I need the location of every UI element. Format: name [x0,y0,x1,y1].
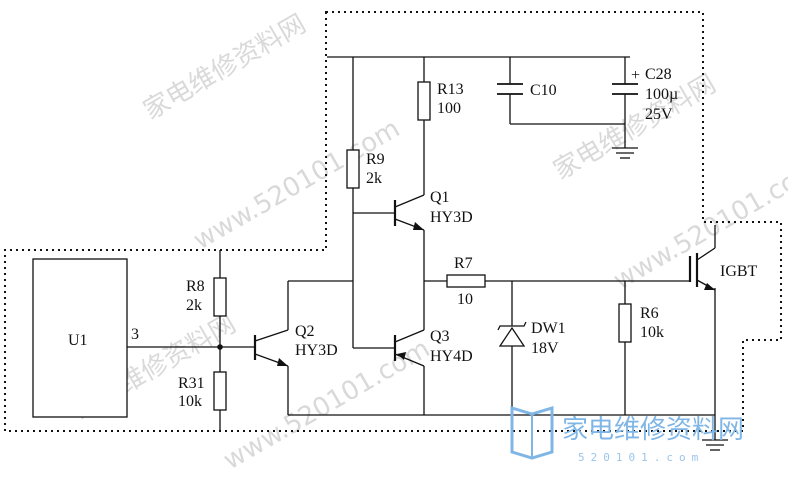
r6-resistor: R6 10k [618,303,664,343]
r8-value: 2k [186,297,202,314]
r31-resistor: R31 10k [178,371,227,411]
dw1-value: 18V [531,340,559,357]
u1-pin-label: 3 [131,326,139,343]
watermark-cn: 家电维修资料网 [139,9,312,126]
wires [127,56,716,440]
r9-resistor: R9 2k [346,149,385,189]
q1-transistor: Q1 HY3D [393,189,473,231]
r13-resistor: R13 100 [417,81,464,121]
r13-name: R13 [437,81,464,98]
r7-resistor: R7 10 [446,255,486,308]
r8-name: R8 [186,278,205,295]
r7-value: 10 [457,291,473,308]
book-icon [510,405,554,460]
dw1-zener-diode: DW1 18V [497,320,566,357]
brand-name: 家电维修资料网 [562,415,744,445]
u1-label: U1 [68,332,88,349]
r7-name: R7 [454,255,473,272]
u1-block: U1 3 [32,258,139,418]
q2-transistor: Q2 HY3D [253,323,338,367]
c28-voltage: 25V [645,106,673,123]
igbt-transistor: IGBT [688,225,758,291]
c28-value: 100µ [645,86,678,103]
watermark: 家电维修资料网 www.520101.com 家电维修资料网 www.52010… [69,9,788,476]
ground-symbol [702,439,728,451]
c28-capacitor: + C28 100µ 25V [612,66,678,123]
module-boundary [4,11,782,432]
ground-symbol [612,147,638,159]
r6-name: R6 [640,305,659,322]
r6-value: 10k [640,324,664,341]
c28-name: C28 [645,66,672,83]
r13-value: 100 [437,100,461,117]
r9-name: R9 [366,151,385,168]
q3-transistor: Q3 HY4D [393,328,473,367]
watermark-cn: 家电维修资料网 [549,69,722,186]
q2-part: HY3D [295,342,338,359]
q3-name: Q3 [430,328,450,345]
junctions [217,344,223,350]
q1-part: HY3D [430,209,473,226]
c28-polarity: + [631,67,640,84]
q2-name: Q2 [295,323,315,340]
c10-name: C10 [530,82,557,99]
q3-part: HY4D [430,348,473,365]
watermark-url: www.520101.com [609,154,788,296]
r31-value: 10k [178,393,202,410]
igbt-name: IGBT [720,263,758,280]
brand-url: 520101.com [578,451,704,464]
q1-name: Q1 [430,189,450,206]
r9-value: 2k [366,170,382,187]
r31-name: R31 [178,375,205,392]
brand-watermark: 家电维修资料网 520101.com [510,405,744,464]
dw1-name: DW1 [531,320,566,337]
c10-capacitor: C10 [497,82,557,99]
r8-resistor: R8 2k [186,277,227,317]
